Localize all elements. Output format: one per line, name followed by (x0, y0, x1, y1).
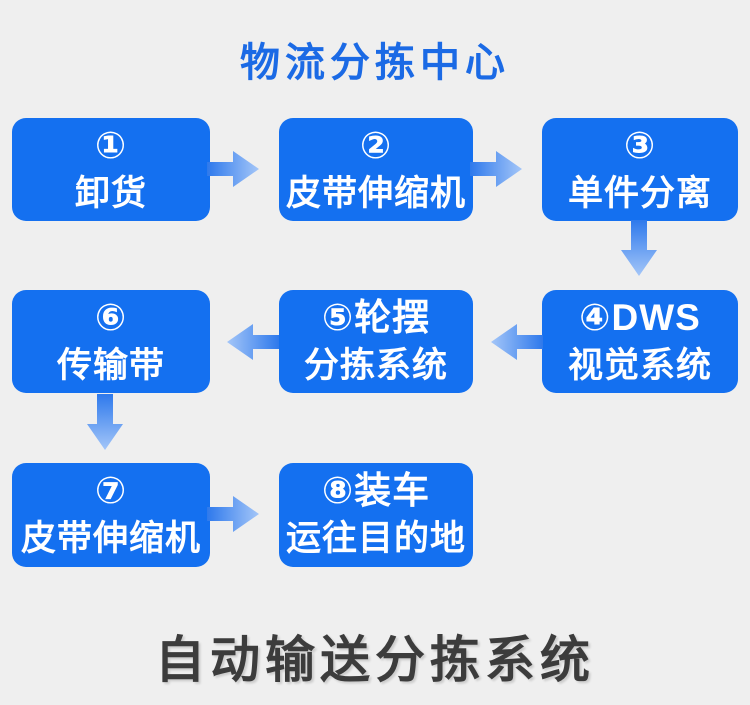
flow-box-4-label: 视觉系统 (567, 345, 712, 385)
flow-box-5-label: 分拣系统 (303, 345, 448, 385)
arrow-right-1-to-2-icon (207, 151, 259, 187)
flow-box-7-label: 皮带伸缩机 (20, 519, 201, 559)
flow-box-1-number: ① (94, 124, 128, 166)
flow-box-6-label: 传输带 (56, 345, 165, 385)
flow-box-5-number: ⑤轮摆 (321, 296, 431, 338)
arrow-left-4-to-5-icon (491, 324, 543, 360)
flow-box-1-label: 卸货 (74, 173, 147, 213)
flow-box-3-singulation: ③ 单件分离 (542, 118, 738, 221)
flow-box-7-number: ⑦ (94, 470, 128, 512)
page-footer-title: 自动输送分拣系统 (155, 632, 595, 688)
flow-box-6-conveyor: ⑥ 传输带 (12, 290, 210, 393)
flow-box-5-wheel-sorter: ⑤轮摆 分拣系统 (279, 290, 473, 393)
flow-box-8-number: ⑧装车 (321, 470, 431, 512)
flow-box-3-label: 单件分离 (567, 173, 712, 213)
arrow-down-3-to-4-icon (621, 220, 657, 276)
flow-box-8-loading-destination: ⑧装车 运往目的地 (279, 463, 473, 567)
flow-box-3-number: ③ (623, 124, 657, 166)
flow-box-2-telescopic-belt: ② 皮带伸缩机 (279, 118, 473, 221)
arrow-left-5-to-6-icon (227, 324, 279, 360)
flow-box-8-label: 运往目的地 (285, 519, 466, 559)
flow-box-1-unloading: ① 卸货 (12, 118, 210, 221)
flow-box-4-dws-vision: ④DWS 视觉系统 (542, 290, 738, 393)
flow-box-7-telescopic-belt: ⑦ 皮带伸缩机 (12, 463, 210, 567)
arrow-right-7-to-8-icon (207, 496, 259, 532)
arrow-right-2-to-3-icon (470, 151, 522, 187)
arrow-down-6-to-7-icon (87, 394, 123, 450)
flow-box-6-number: ⑥ (94, 296, 128, 338)
flow-box-2-number: ② (359, 124, 393, 166)
page-title: 物流分拣中心 (240, 41, 510, 85)
flow-box-4-number: ④DWS (579, 296, 701, 338)
flow-box-2-label: 皮带伸缩机 (285, 173, 466, 213)
